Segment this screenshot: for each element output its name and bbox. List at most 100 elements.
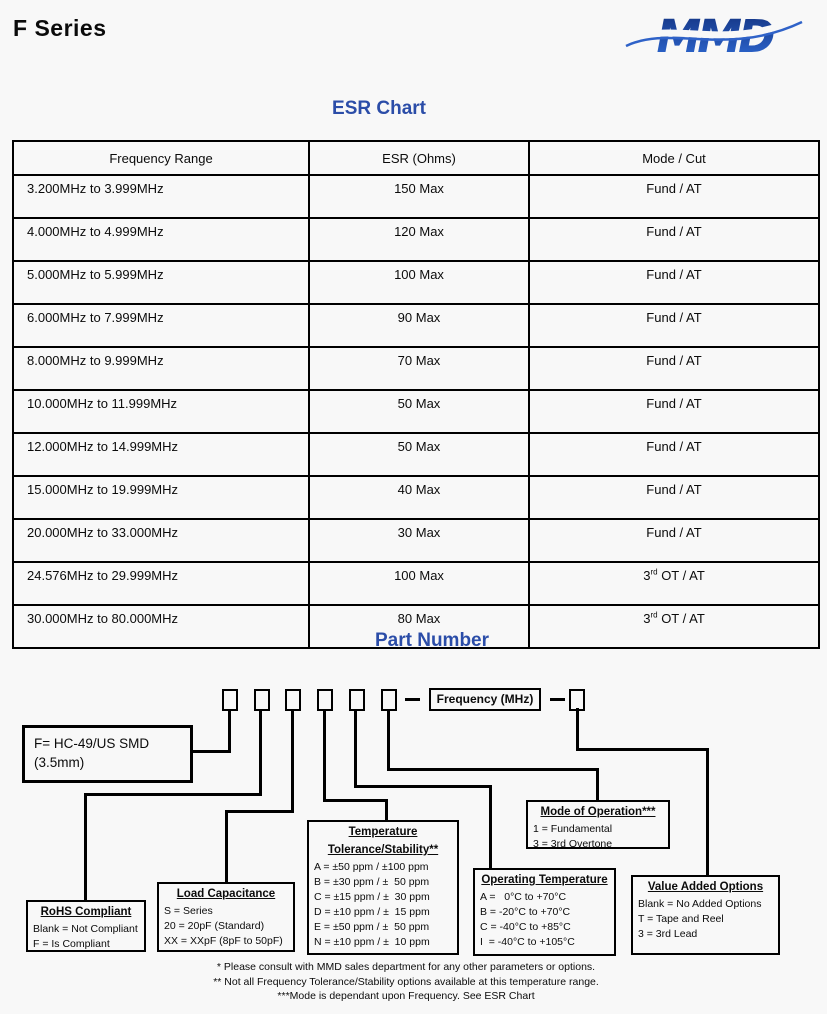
series-description-line1: F= HC-49/US SMD [34,736,150,751]
connector-segment [323,710,326,802]
logo-swoosh-blue [625,20,803,48]
footnote-line: ** Not all Frequency Tolerance/Stability… [213,975,599,988]
cell-mode-cut: 3rd OT / AT [528,604,820,649]
cell-frequency-range: 4.000MHz to 4.999MHz [12,217,310,262]
cell-mode-cut: Fund / AT [528,260,820,305]
connector-segment [387,768,599,771]
cell-mode-cut: Fund / AT [528,346,820,391]
cell-frequency-range: 6.000MHz to 7.999MHz [12,303,310,348]
cell-mode-cut: Fund / AT [528,475,820,520]
connector-segment [84,793,87,903]
legend-item: S = Series [164,905,213,917]
legend-item: B = -20°C to +70°C [480,906,571,918]
cell-esr: 50 Max [308,432,530,477]
mmd-logo: MMD [624,10,804,67]
connector-segment [576,708,579,751]
cell-esr: 50 Max [308,389,530,434]
cell-esr: 100 Max [308,260,530,305]
legend-title: Operating Temperature [481,874,608,886]
legend-item: F = Is Compliant [33,938,110,950]
footnotes: * Please consult with MMD sales departme… [0,960,812,1004]
legend-item: Blank = Not Compliant [33,923,138,935]
legend-title: Tolerance/Stability** [327,844,439,856]
part-field-box-rohs [254,689,270,711]
cell-frequency-range: 5.000MHz to 5.999MHz [12,260,310,305]
cell-mode-cut: Fund / AT [528,432,820,477]
legend-item: T = Tape and Reel [638,913,724,925]
legend-box-mode-of-operation: Mode of Operation*** 1 = Fundamental 3 = … [526,800,670,849]
series-description-box: F= HC-49/US SMD (3.5mm) [22,725,193,783]
connector-segment [191,750,231,753]
part-number-heading: Part Number [374,630,490,651]
cell-esr: 80 Max [308,604,530,649]
cell-esr: 150 Max [308,174,530,219]
legend-item: B = ±30 ppm / ± 50 ppm [314,876,430,888]
legend-item: E = ±50 ppm / ± 50 ppm [314,921,430,933]
dash-separator [405,698,420,701]
mmd-logo-graphic: MMD [625,10,803,63]
connector-segment [387,710,390,771]
connector-segment [489,785,492,870]
connector-segment [228,710,231,752]
cell-frequency-range: 12.000MHz to 14.999MHz [12,432,310,477]
connector-segment [291,710,294,813]
legend-item: N = ±10 ppm / ± 10 ppm [314,936,430,948]
esr-table: Frequency Range ESR (Ohms) Mode / Cut 3.… [12,140,820,649]
connector-segment [225,810,294,813]
cell-frequency-range: 20.000MHz to 33.000MHz [12,518,310,563]
cell-frequency-range: 30.000MHz to 80.000MHz [12,604,310,649]
part-field-box-load-capacitance [285,689,301,711]
frequency-box: Frequency (MHz) [429,688,541,711]
cell-mode-cut: Fund / AT [528,303,820,348]
legend-box-value-added-options: Value Added Options Blank = No Added Opt… [631,875,780,955]
connector-segment [225,810,228,885]
legend-title: RoHS Compliant [40,906,132,918]
legend-title: Load Capacitance [176,888,276,900]
cell-mode-cut: Fund / AT [528,389,820,434]
legend-item: C = -40°C to +85°C [480,921,571,933]
cell-frequency-range: 24.576MHz to 29.999MHz [12,561,310,606]
esr-table-header-row: Frequency Range ESR (Ohms) Mode / Cut [12,140,820,176]
part-field-box-temperature-tolerance [317,689,333,711]
legend-box-rohs-compliant: RoHS Compliant Blank = Not Compliant F = … [26,900,146,952]
legend-item: 1 = Fundamental [533,823,613,835]
legend-item: A = 0°C to +70°C [480,891,567,903]
legend-item: 3 = 3rd Lead [638,928,698,940]
dash-separator [550,698,565,701]
connector-segment [259,710,262,796]
connector-segment [84,793,262,796]
legend-item: 20 = 20pF (Standard) [164,920,265,932]
legend-title: Mode of Operation*** [540,806,656,818]
legend-item: C = ±15 ppm / ± 30 ppm [314,891,430,903]
connector-segment [385,799,388,823]
connector-segment [576,748,709,751]
column-header-esr-ohms: ESR (Ohms) [308,140,530,176]
page-title: F Series [13,15,107,41]
footnote-line: ***Mode is dependant upon Frequency. See… [277,990,535,1002]
part-field-box-mode-of-operation [381,689,397,711]
connector-segment [596,768,599,803]
cell-frequency-range: 3.200MHz to 3.999MHz [12,174,310,219]
connector-segment [706,748,709,878]
legend-title: Temperature [348,826,418,838]
footnote-line: * Please consult with MMD sales departme… [216,961,596,973]
legend-title: Value Added Options [647,881,764,893]
cell-mode-cut: Fund / AT [528,217,820,262]
logo-swoosh-white [626,14,802,45]
esr-chart-heading: ESR Chart [332,98,426,119]
legend-box-load-capacitance: Load Capacitance S = Series 20 = 20pF (St… [157,882,295,952]
legend-item: 3 = 3rd Overtone [533,838,613,849]
cell-esr: 40 Max [308,475,530,520]
cell-mode-cut: Fund / AT [528,518,820,563]
